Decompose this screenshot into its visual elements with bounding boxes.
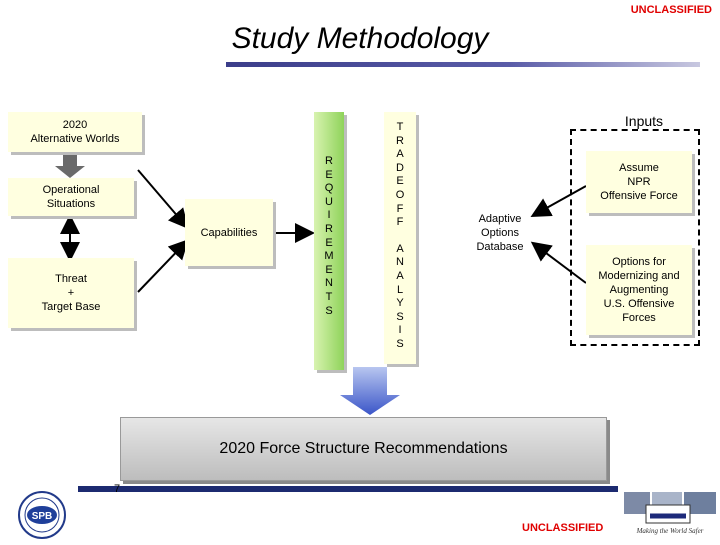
operational-label: Operational Situations: [42, 184, 100, 210]
requirements-letter: S: [325, 304, 333, 317]
requirements-letter: E: [325, 263, 333, 276]
tradeoff-letter: A: [396, 148, 404, 161]
down-block-arrow: [55, 153, 85, 178]
requirements-letter: E: [325, 168, 333, 181]
capabilities-label: Capabilities: [200, 226, 258, 239]
requirements-letter: Q: [324, 182, 334, 195]
arrow-to-capabilities: [137, 169, 189, 230]
tradeoff-letter: F: [396, 202, 404, 215]
requirements-letter: N: [325, 277, 333, 290]
options-box: Options for Modernizing and Augmenting U…: [586, 245, 692, 335]
arrow-options-to-adaptive: [530, 241, 587, 284]
analysis-letter: L: [396, 283, 404, 296]
recommendations-box: 2020 Force Structure Recommendations: [120, 417, 607, 481]
capabilities-box: Capabilities: [185, 199, 273, 266]
analysis-letter: I: [398, 324, 402, 337]
inputs-region: [570, 129, 700, 346]
adaptive-label: Adaptive Options Database: [476, 213, 524, 253]
arrow-to-capabilities-2: [137, 239, 189, 293]
requirements-letter: R: [325, 222, 333, 235]
analysis-letter: A: [396, 242, 404, 255]
threat-label: Threat + Target Base: [41, 273, 101, 313]
arrow-assume-to-adaptive: [530, 185, 587, 217]
analysis-letter: A: [396, 269, 404, 282]
title-underline: [226, 62, 700, 67]
tradeoff-letter: O: [395, 188, 405, 201]
classification-top: UNCLASSIFIED: [630, 4, 712, 16]
requirements-letter: U: [325, 195, 333, 208]
requirements-letter: M: [324, 250, 334, 263]
inputs-label: Inputs: [604, 113, 684, 129]
tradeoff-letter: T: [396, 121, 404, 133]
options-label: Options for Modernizing and Augmenting U…: [598, 256, 680, 324]
alt-worlds-label: 2020 Alternative Worlds: [30, 119, 120, 145]
tradeoff-letter: R: [396, 134, 404, 147]
footer-rule: [78, 486, 618, 492]
requirements-letter: R: [325, 155, 333, 167]
requirements-letter: E: [325, 236, 333, 249]
dtra-tagline: Making the World Safer: [636, 527, 704, 535]
tradeoff-letter: F: [396, 216, 404, 229]
analysis-letter: Y: [396, 297, 404, 310]
down-flow-arrow: [340, 367, 400, 415]
spb-logo: SPB: [6, 490, 78, 540]
requirements-letter: I: [327, 209, 331, 222]
analysis-letter: S: [396, 310, 404, 323]
alt-worlds-box: 2020 Alternative Worlds: [8, 112, 142, 152]
analysis-letter: S: [396, 337, 404, 350]
spb-logo-text: SPB: [32, 511, 53, 522]
page-number: 7: [114, 483, 121, 495]
tradeoff-letter: D: [396, 161, 404, 174]
requirements-letter: T: [325, 290, 333, 303]
analysis-letter: N: [396, 256, 404, 269]
operational-box: Operational Situations: [8, 178, 134, 216]
classification-bottom: UNCLASSIFIED: [522, 522, 604, 534]
assume-npr-box: Assume NPR Offensive Force: [586, 151, 692, 213]
tradeoff-letter: E: [396, 175, 404, 188]
assume-label: Assume NPR Offensive Force: [600, 162, 678, 202]
page-title: Study Methodology: [231, 22, 489, 55]
adaptive-options-database: Adaptive Options Database: [458, 208, 542, 258]
recommendations-label: 2020 Force Structure Recommendations: [219, 440, 508, 457]
threat-box: Threat + Target Base: [8, 258, 134, 328]
dtra-logo: Making the World Safer: [622, 490, 718, 538]
